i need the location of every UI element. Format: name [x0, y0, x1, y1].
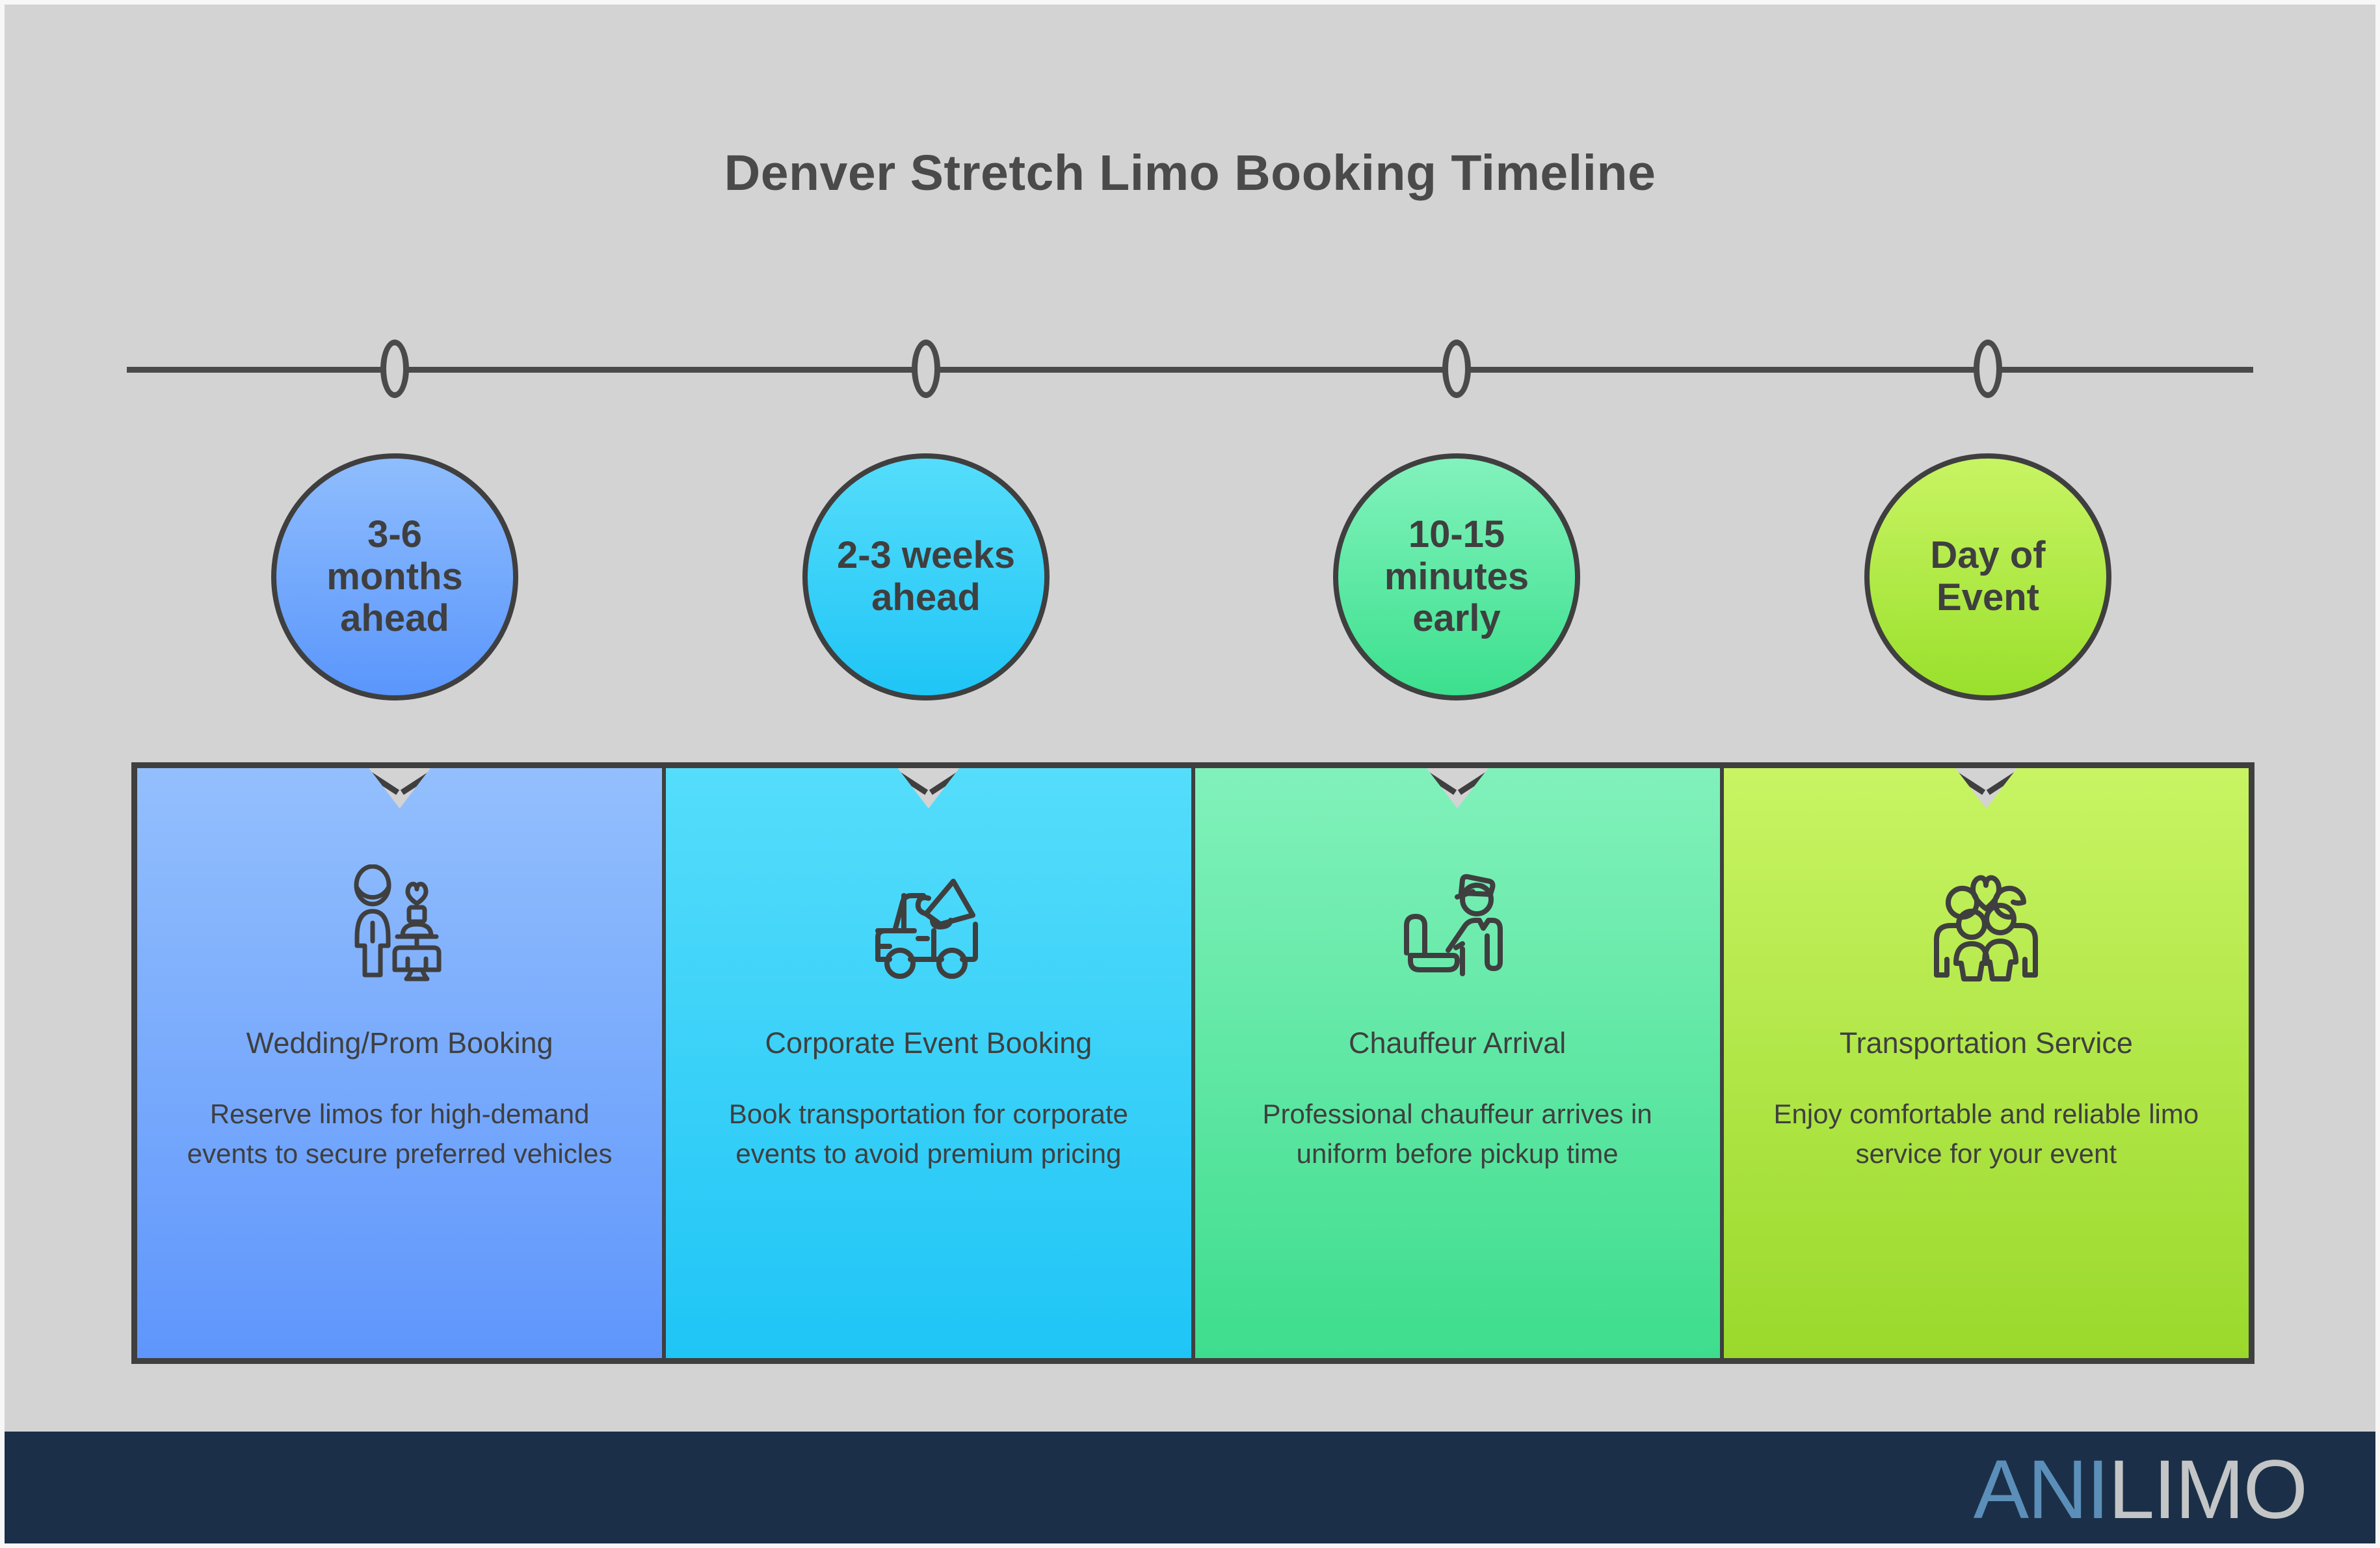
- panel-wedding-prom-booking[interactable]: Wedding/Prom Booking Reserve limos for h…: [137, 768, 667, 1358]
- footer-bar: ANILIMO: [5, 1432, 2375, 1543]
- badge-2[interactable]: 2-3 weeks ahead: [802, 453, 1050, 701]
- timeline-marker-1: [380, 340, 409, 398]
- wedding-couple-cake-icon: [335, 864, 465, 981]
- badge-1[interactable]: 3-6 months ahead: [271, 453, 518, 701]
- badge-2-label: 2-3 weeks ahead: [836, 534, 1016, 619]
- panel-2-title: Corporate Event Booking: [765, 1026, 1092, 1060]
- badge-4[interactable]: Day of Event: [1864, 453, 2111, 701]
- timeline-marker-2: [912, 340, 940, 398]
- panel-3-description: Professional chauffeur arrives in unifor…: [1262, 1099, 1652, 1169]
- badge-3-label: 10-15 minutes early: [1384, 513, 1529, 640]
- logo-secondary-text: LIMO: [2108, 1443, 2308, 1536]
- panel-3-notch: [1421, 768, 1494, 808]
- anilimo-logo: ANILIMO: [1973, 1442, 2308, 1538]
- panel-4-description: Enjoy comfortable and reliable limo serv…: [1773, 1099, 2199, 1169]
- badge-3[interactable]: 10-15 minutes early: [1333, 453, 1580, 701]
- timeline-rail: [127, 340, 2253, 398]
- panel-4-notch: [1950, 768, 2022, 808]
- timeline-marker-3: [1442, 340, 1471, 398]
- timeline-badges: 3-6 months ahead 2-3 weeks ahead 10-15 m…: [127, 453, 2253, 701]
- panel-1-notch: [364, 768, 436, 808]
- panel-4-title: Transportation Service: [1839, 1026, 2133, 1060]
- chauffeur-seat-icon: [1392, 864, 1522, 981]
- panel-2-description: Book transportation for corporate events…: [728, 1099, 1128, 1169]
- panel-chauffeur-arrival[interactable]: Chauffeur Arrival Professional chauffeur…: [1195, 768, 1724, 1358]
- panel-1-description: Reserve limos for high-demand events to …: [187, 1099, 613, 1169]
- panel-2-notch: [892, 768, 964, 808]
- panel-transportation-service[interactable]: Transportation Service Enjoy comfortable…: [1723, 768, 2249, 1358]
- badge-4-label: Day of Event: [1930, 534, 2046, 619]
- logo-primary-text: ANI: [1973, 1443, 2109, 1536]
- page-title: Denver Stretch Limo Booking Timeline: [724, 145, 1656, 201]
- timeline-line: [127, 367, 2253, 373]
- infographic-canvas: Denver Stretch Limo Booking Timeline 3-6…: [5, 5, 2375, 1543]
- content-panels: Wedding/Prom Booking Reserve limos for h…: [131, 762, 2254, 1364]
- panel-3-title: Chauffeur Arrival: [1348, 1026, 1567, 1060]
- van-megaphone-icon: [864, 864, 994, 981]
- panel-1-title: Wedding/Prom Booking: [246, 1026, 553, 1060]
- timeline-marker-4: [1974, 340, 2002, 398]
- panel-corporate-event-booking[interactable]: Corporate Event Booking Book transportat…: [666, 768, 1195, 1358]
- badge-1-label: 3-6 months ahead: [326, 513, 463, 640]
- family-heart-icon: [1921, 864, 2051, 981]
